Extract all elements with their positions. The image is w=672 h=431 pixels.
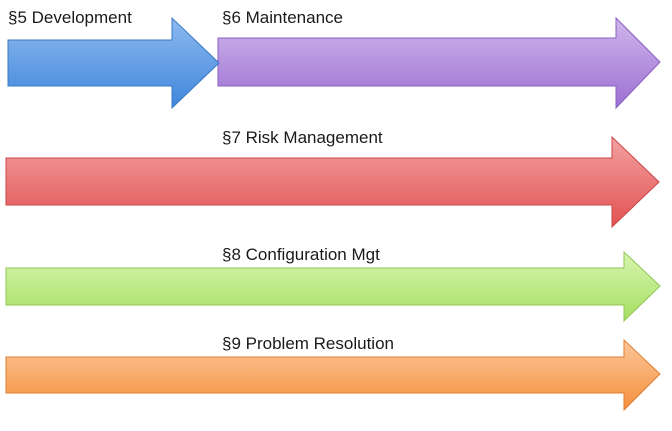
maintenance-arrow: §6 Maintenance: [217, 8, 661, 110]
problem-resolution-arrow: §9 Problem Resolution: [5, 334, 661, 412]
maintenance-arrow-shape: [217, 16, 661, 110]
problem-resolution-label: §9 Problem Resolution: [222, 334, 394, 353]
configuration-mgt-arrow: §8 Configuration Mgt: [5, 245, 661, 323]
configuration-mgt-arrow-shape: [5, 250, 661, 323]
problem-resolution-arrow-shape: [5, 338, 661, 412]
development-label: §5 Development: [8, 8, 132, 27]
maintenance-label: §6 Maintenance: [222, 8, 343, 27]
configuration-mgt-label: §8 Configuration Mgt: [222, 245, 380, 264]
risk-management-label: §7 Risk Management: [222, 128, 383, 147]
risk-management-arrow: §7 Risk Management: [5, 128, 660, 229]
risk-management-arrow-shape: [5, 135, 660, 229]
development-arrow: §5 Development: [7, 8, 220, 110]
development-arrow-shape: [7, 16, 220, 110]
